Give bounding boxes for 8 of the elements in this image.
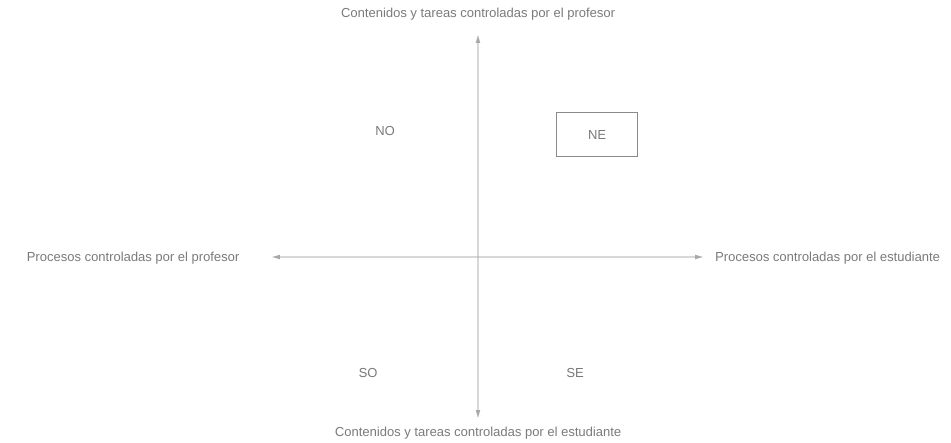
axis-label: Procesos controladas por el estudiante (714, 248, 941, 266)
axis-label: Contenidos y tareas controladas por el profesor (340, 4, 616, 22)
axis-label: Procesos controladas por el profesor (26, 248, 240, 266)
axis-label: NO (374, 122, 396, 140)
quadrant-box: NE (556, 112, 638, 157)
axis-label: Contenidos y tareas controladas por el estudiante (334, 423, 622, 441)
axis-label: SE (565, 364, 585, 382)
axis-label: SO (358, 364, 378, 382)
